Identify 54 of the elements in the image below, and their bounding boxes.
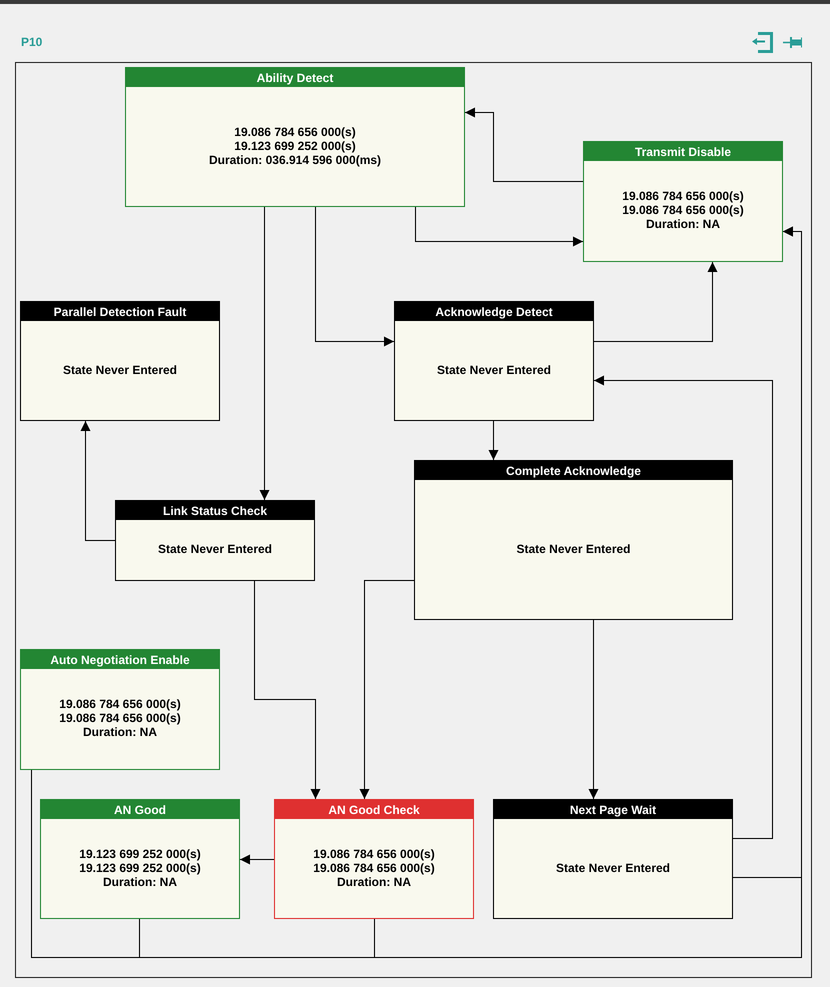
state-title: Acknowledge Detect	[435, 305, 553, 319]
arrow	[315, 206, 394, 346]
state-title: AN Good	[114, 803, 166, 817]
state-title: Next Page Wait	[570, 803, 656, 817]
state-box	[414, 460, 733, 620]
arrow	[464, 108, 584, 182]
state-detail: 19.086 784 656 000(s)	[622, 189, 744, 203]
state-detail: 19.123 699 252 000(s)	[79, 846, 201, 860]
state-detail: 19.086 784 656 000(s)	[234, 124, 356, 138]
arrow	[80, 420, 116, 541]
arrow	[240, 854, 274, 864]
state-box	[493, 799, 733, 919]
state-detail: 19.086 784 656 000(s)	[59, 711, 181, 725]
state-detail: 19.086 784 656 000(s)	[59, 697, 181, 711]
state-detail: 19.123 699 252 000(s)	[79, 860, 201, 874]
arrow	[360, 580, 414, 800]
arrow	[588, 620, 598, 800]
state-box	[115, 500, 315, 581]
arrow	[260, 206, 270, 500]
state-detail: Duration: NA	[337, 874, 411, 888]
state-box	[274, 799, 474, 919]
state-title: Parallel Detection Fault	[54, 305, 186, 319]
state-detail: State Never Entered	[158, 542, 272, 556]
state-box	[125, 67, 465, 207]
arrow	[254, 580, 320, 800]
state-title: Link Status Check	[162, 504, 268, 518]
state-detail: Duration: 036.914 596 000(ms)	[208, 152, 382, 166]
state-detail: State Never Entered	[62, 362, 178, 376]
state-detail: 19.123 699 252 000(s)	[234, 138, 356, 152]
state-box	[40, 799, 240, 919]
arrow	[488, 420, 498, 460]
state-detail: State Never Entered	[436, 362, 552, 376]
arrow	[594, 376, 773, 839]
state-box	[20, 301, 220, 421]
arrow	[415, 206, 584, 246]
state-detail: 19.086 784 656 000(s)	[313, 846, 435, 860]
state-box	[394, 301, 594, 421]
state-title: Transmit Disable	[634, 145, 732, 159]
state-title: Ability Detect	[256, 71, 334, 85]
state-detail: 19.086 784 656 000(s)	[313, 860, 435, 874]
state-title: Complete Acknowledge	[506, 464, 641, 478]
state-detail: Duration: NA	[83, 725, 157, 739]
arrow	[732, 226, 802, 878]
state-detail: Duration: NA	[103, 874, 177, 888]
panel-title: P10	[21, 35, 42, 49]
arrow	[594, 262, 718, 342]
state-detail: State Never Entered	[556, 860, 670, 874]
state-title: AN Good Check	[328, 803, 420, 817]
state-title: Auto Negotiation Enable	[50, 653, 190, 667]
state-box	[583, 141, 783, 262]
state-box	[20, 649, 220, 770]
state-detail: 19.086 784 656 000(s)	[622, 203, 744, 217]
state-detail: Duration: NA	[646, 217, 720, 231]
state-detail: State Never Entered	[516, 542, 631, 556]
